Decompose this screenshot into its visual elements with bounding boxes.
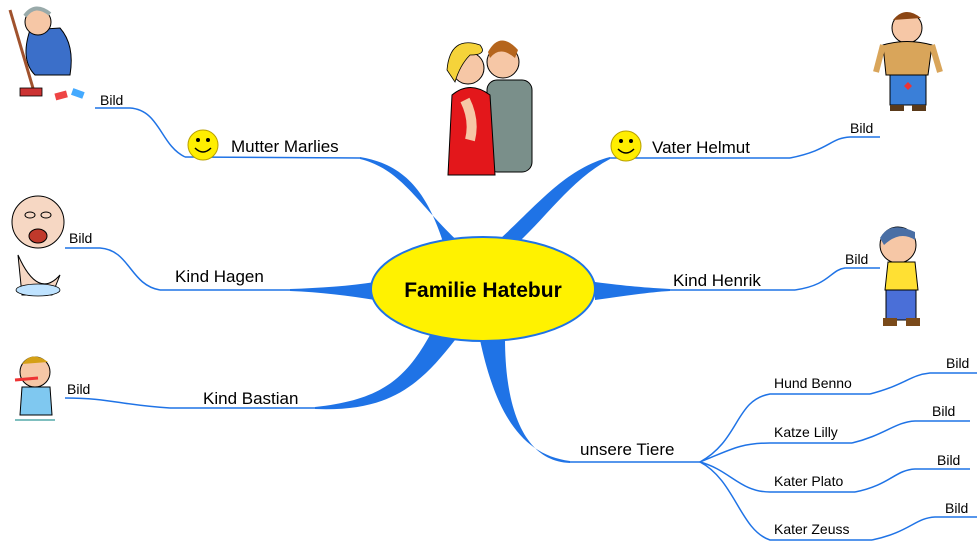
line-plato-bild	[854, 468, 970, 493]
label-hagen: Kind Hagen	[175, 267, 264, 286]
bild-benno: Bild	[946, 355, 969, 371]
father-icon	[873, 11, 943, 111]
line-henrik-bild	[794, 267, 880, 291]
label-zeuss: Kater Zeuss	[774, 521, 849, 537]
branch-henrik	[595, 282, 670, 300]
bild-zeuss: Bild	[945, 500, 968, 516]
bild-henrik: Bild	[845, 251, 868, 267]
child-brushing-teeth-icon	[14, 356, 55, 421]
branch-vater	[485, 157, 610, 252]
bild-bastian: Bild	[67, 381, 90, 397]
line-benno-bild	[869, 372, 977, 395]
line-lilly-bild	[851, 420, 970, 444]
line-zeuss	[699, 461, 872, 541]
bild-mutter: Bild	[100, 92, 123, 108]
line-benno	[699, 393, 870, 463]
label-lilly: Katze Lilly	[774, 424, 838, 440]
label-vater: Vater Helmut	[652, 138, 750, 157]
line-bastian-bild	[64, 397, 171, 409]
mother-cleaning-icon	[8, 6, 85, 101]
label-mutter: Mutter Marlies	[231, 137, 339, 156]
label-benno: Hund Benno	[774, 375, 852, 391]
line-zeuss-bild	[871, 516, 977, 541]
line-vater-bild	[789, 136, 880, 159]
branch-hagen	[290, 282, 375, 300]
label-plato: Kater Plato	[774, 473, 843, 489]
kissing-couple-icon	[446, 40, 533, 176]
branch-mutter	[360, 157, 470, 252]
smiley-icon	[610, 130, 642, 162]
smiley-icon	[187, 129, 219, 161]
line-mutter-bild	[95, 107, 186, 158]
bild-plato: Bild	[937, 452, 960, 468]
line-mutter-under	[184, 156, 361, 159]
bild-vater: Bild	[850, 120, 873, 136]
branch-bastian	[315, 335, 455, 410]
main-branches	[290, 157, 670, 463]
center-label: Familie Hatebur	[404, 279, 562, 302]
bild-hagen: Bild	[69, 230, 92, 246]
label-tiere: unsere Tiere	[580, 440, 675, 459]
line-plato	[699, 461, 855, 493]
bild-lilly: Bild	[932, 403, 955, 419]
label-bastian: Kind Bastian	[203, 389, 298, 408]
line-lilly	[699, 442, 852, 463]
thin-lines	[64, 107, 977, 541]
crying-baby-icon	[11, 195, 65, 297]
line-hagen-bild	[65, 247, 161, 291]
label-henrik: Kind Henrik	[673, 271, 761, 290]
branch-tiere	[480, 338, 570, 463]
center-node	[370, 236, 596, 342]
boy-icon	[879, 226, 920, 326]
